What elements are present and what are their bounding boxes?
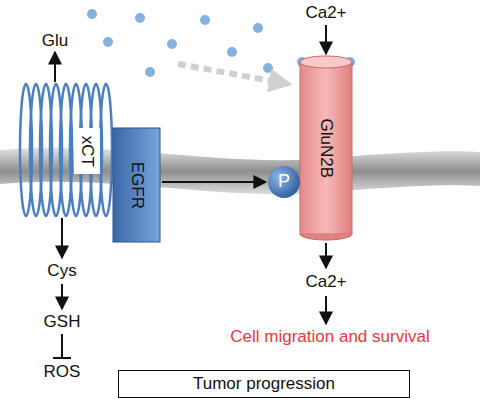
node-text: GluN2B: [317, 118, 336, 178]
egfr-receptor: [113, 128, 160, 242]
activation-arrow: [162, 181, 266, 183]
pathway-arrows: [53, 25, 326, 358]
helix-loop: [100, 84, 112, 216]
glutathione-label: GSH: [44, 313, 81, 332]
glun2b-bottom: [300, 234, 352, 240]
glun2b-top: [300, 56, 352, 68]
calcium-label: Ca2+: [305, 273, 346, 292]
node-text: xCT: [78, 135, 97, 166]
cysteine-label: Cys: [47, 262, 76, 281]
glutamate-label: Glu: [42, 32, 68, 51]
phosphate-ball: [268, 166, 300, 198]
outcome-box: Tumor progression: [118, 370, 410, 398]
channel-cylinder: GluN2B: [300, 62, 352, 234]
receptor-box: EGFR: [113, 128, 160, 242]
transporter-label-box: xCT: [74, 128, 100, 174]
glun2b-channel: [300, 62, 352, 234]
node-text: Tumor progression: [193, 375, 335, 394]
outcome-label: Cell migration and survival: [230, 328, 429, 347]
glutamate-flow-arrow: [178, 64, 288, 84]
ros-label: ROS: [44, 363, 81, 382]
phosphate-circle: P: [268, 166, 300, 198]
node-text: P: [278, 172, 290, 192]
node-text: EGFR: [127, 161, 146, 208]
xct-helices: [20, 84, 112, 216]
calcium-label: Ca2+: [305, 4, 346, 23]
